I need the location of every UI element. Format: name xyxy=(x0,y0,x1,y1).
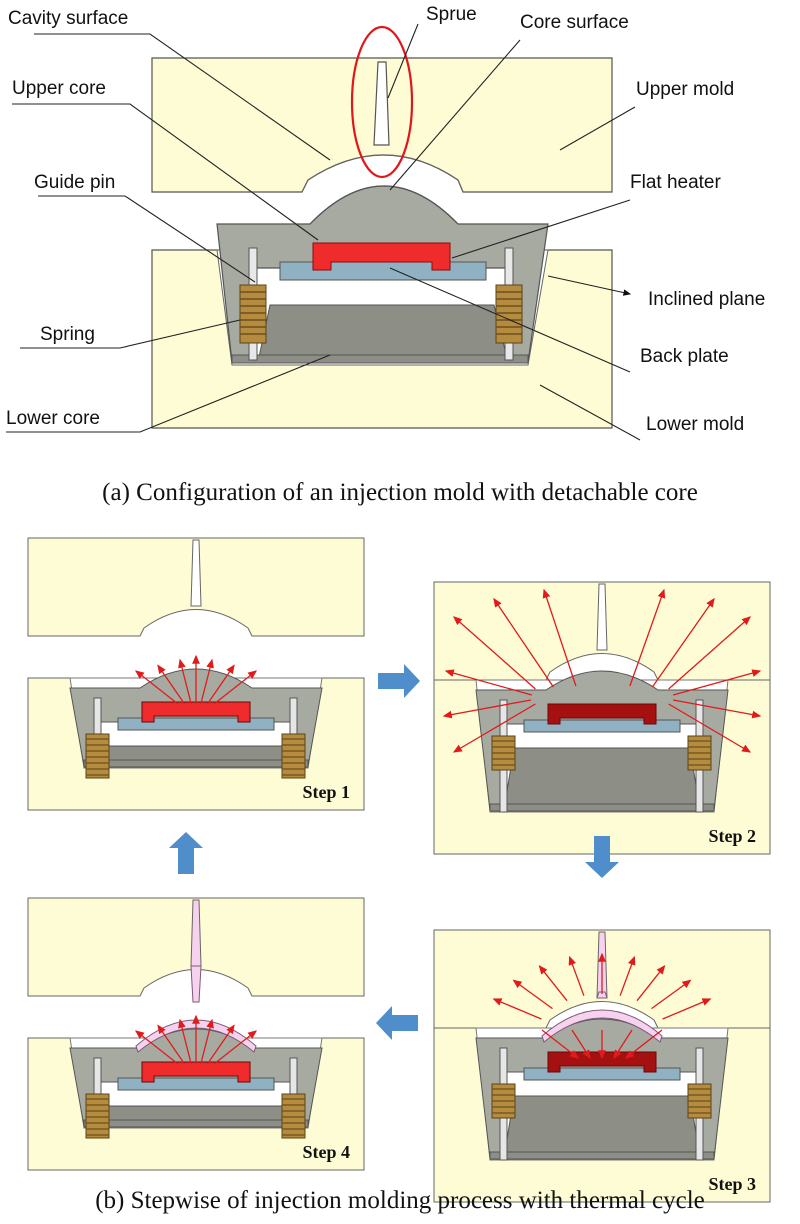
core-base xyxy=(231,354,529,364)
flow-arrow-right xyxy=(378,664,420,698)
detachable-core-mold-diagram: Cavity surface Sprue Core surface Upper … xyxy=(6,4,765,506)
flat-heater xyxy=(547,703,657,725)
lower-core xyxy=(503,1095,701,1159)
spring xyxy=(85,733,110,779)
label-core-surface: Core surface xyxy=(520,12,629,33)
back-plate xyxy=(523,719,681,733)
sprue-filled xyxy=(190,965,202,1003)
label-upper-mold: Upper mold xyxy=(636,79,734,100)
heat-arrows xyxy=(134,654,258,705)
step-label: Step 2 xyxy=(708,826,756,846)
label-spring: Spring xyxy=(40,324,95,345)
label-inclined-plane: Inclined plane xyxy=(648,289,765,310)
flat-heater xyxy=(312,242,451,271)
spring xyxy=(281,1093,306,1139)
step-label: Step 1 xyxy=(302,782,350,802)
back-plate xyxy=(117,1077,275,1091)
spring xyxy=(687,1083,712,1119)
heat-arrows xyxy=(492,952,712,1060)
label-flat-heater: Flat heater xyxy=(630,172,721,193)
core-base xyxy=(489,1151,715,1160)
spring xyxy=(281,733,306,779)
spring-left xyxy=(239,284,267,344)
sprue-filled xyxy=(596,991,608,999)
label-cavity-surface: Cavity surface xyxy=(8,8,128,29)
label-guide-pin: Guide pin xyxy=(34,172,115,193)
core-base xyxy=(489,803,715,812)
core-surface xyxy=(309,185,459,225)
label-upper-core: Upper core xyxy=(12,78,106,99)
caption-a: (a) Configuration of an injection mold w… xyxy=(102,479,698,506)
step-label: Step 3 xyxy=(708,1174,756,1194)
sprue xyxy=(596,583,608,651)
flow-arrow-up xyxy=(169,832,203,874)
core-base xyxy=(83,759,309,768)
spring-right xyxy=(495,284,523,344)
flow-arrow-down xyxy=(585,836,619,878)
flow-arrow-left xyxy=(376,1006,418,1040)
back-plate xyxy=(279,261,487,281)
molded-part xyxy=(135,1019,257,1053)
step-label: Step 4 xyxy=(302,1142,350,1162)
back-plate xyxy=(117,717,275,731)
sprue xyxy=(373,61,390,146)
sprue xyxy=(190,899,202,967)
label-sprue: Sprue xyxy=(426,4,477,25)
label-lower-core: Lower core xyxy=(6,408,100,429)
leader-lines xyxy=(6,23,641,441)
heat-arrows xyxy=(134,1014,258,1065)
spring xyxy=(85,1093,110,1139)
back-plate xyxy=(523,1067,681,1081)
flat-heater xyxy=(141,1061,251,1083)
step-panel-4: Step 4 xyxy=(27,897,365,1171)
molded-part xyxy=(541,1009,663,1043)
lower-core xyxy=(503,747,701,811)
label-back-plate: Back plate xyxy=(640,346,729,367)
core-base xyxy=(83,1119,309,1128)
flat-heater xyxy=(141,701,251,723)
cavity-surface xyxy=(301,154,464,193)
step-panel-1: Step 1 xyxy=(27,537,365,811)
sprue xyxy=(190,539,202,607)
step-panel-2: Step 2 xyxy=(433,581,771,855)
step-panel-3: Step 3 xyxy=(433,929,771,1203)
sprue-highlight xyxy=(350,25,414,179)
heat-arrows xyxy=(442,588,762,753)
process-steps: Step 1 Step 2 Step 3 Step 4 xyxy=(27,537,771,1203)
flow-arrows xyxy=(169,664,619,1040)
lower-core xyxy=(257,304,509,363)
spring xyxy=(491,1083,516,1119)
spring xyxy=(491,735,516,771)
caption-b: (b) Stepwise of injection molding proces… xyxy=(95,1187,705,1214)
spring xyxy=(687,735,712,771)
label-lower-mold: Lower mold xyxy=(646,414,744,435)
